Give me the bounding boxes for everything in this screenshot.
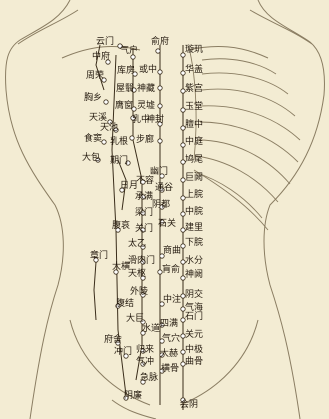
acupoint-label-qimen: 期门 <box>110 156 128 166</box>
acupoint-label-zhangmen: 章门 <box>90 251 108 261</box>
ribcage <box>190 52 300 230</box>
acupoint-label-bulang: 步廊 <box>136 135 154 145</box>
acupoint-label-qixue: 气穴 <box>162 334 180 344</box>
right-shoulder-curve <box>250 10 312 44</box>
acupoint-label-dabao: 大包 <box>82 153 100 163</box>
acupoint-label-zigong: 紫宫 <box>185 84 203 94</box>
acupoint-label-jiuwei: 鸠尾 <box>185 155 203 165</box>
acupoint-label-siman: 四满 <box>160 319 178 329</box>
acupoint-label-zhongfu: 中府 <box>92 52 110 62</box>
acupoint-shufu <box>156 49 160 53</box>
acupoint-label-yunmen: 云门 <box>96 37 114 47</box>
acupoint-label-chengman: 承满 <box>135 192 153 202</box>
acupoint-xiongxiang <box>104 100 108 104</box>
acupoint-label-yuzhong: 或中 <box>139 65 157 75</box>
acupoint-label-riyue: 日月 <box>120 181 138 191</box>
acupoint-label-shencang: 神藏 <box>137 84 155 94</box>
acupoint-label-xiongxiang: 胸乡 <box>84 93 102 103</box>
acupoint-label-kufang: 库房 <box>117 66 135 76</box>
acupoint-rugen <box>130 136 134 140</box>
acupoint-label-shenque: 神阙 <box>185 270 203 280</box>
acupoint-label-guanyuan: 关元 <box>185 330 203 340</box>
acupoint-yuzhong <box>158 70 162 74</box>
acupoint-label-dahe: 大赫 <box>160 349 178 359</box>
acupoint-label-huaroumen: 滑肉门 <box>128 256 155 266</box>
gallbladder-line <box>94 262 96 320</box>
acupoint-label-yindu: 阴都 <box>152 200 170 210</box>
torso-right-outline <box>258 0 324 419</box>
acupoint-bulang <box>158 139 162 143</box>
acupoint-label-taiyi: 太乙 <box>128 239 146 249</box>
acupoint-label-shizhong: 食窦 <box>84 134 102 144</box>
acupoint-label-zhouying: 周荣 <box>86 71 104 81</box>
acupoint-label-zhongzhu: 中注 <box>163 295 181 305</box>
acupoint-label-fuai: 腹哀 <box>112 221 130 231</box>
acupoint-label-jujue: 巨阙 <box>185 173 203 183</box>
acupoint-label-jimai: 急脉 <box>140 373 158 383</box>
acupoint-label-shufu: 俞府 <box>151 37 169 47</box>
acupoint-shizhong <box>102 140 106 144</box>
acupoint-label-chongmen: 冲门 <box>114 347 132 357</box>
acupoint-label-xuanji: 璇玑 <box>185 45 203 55</box>
acupoint-label-fushe: 府舍 <box>104 335 122 345</box>
acupoint-label-yutang: 玉堂 <box>185 102 203 112</box>
torso-left-outline <box>6 0 70 419</box>
acupoint-label-tianxi: 天溪 <box>89 113 107 123</box>
acupoint-label-shiguan: 石关 <box>158 219 176 229</box>
acupoint-label-tonggu: 通谷 <box>155 183 173 193</box>
acupoint-label-huagai: 华盖 <box>185 65 203 75</box>
costal-arch <box>194 170 268 230</box>
acupoint-label-wuyi: 屋翳 <box>116 84 134 94</box>
acupoint-label-fujie: 腹结 <box>116 299 134 309</box>
acupoint-label-tianchi: 天池 <box>100 123 118 133</box>
acupoint-label-shangwan: 上脘 <box>185 190 203 200</box>
acupoint-lingxu <box>158 104 162 108</box>
groin-left <box>112 400 156 419</box>
acupoint-label-danzhong: 膻中 <box>185 120 203 130</box>
acupoint-label-guilai: 归来 <box>136 345 154 355</box>
acupoint-label-wailing: 外陵 <box>130 287 148 297</box>
acupoint-label-zhongting: 中庭 <box>185 137 203 147</box>
acupoint-label-zhongji: 中极 <box>185 345 203 355</box>
acupoint-label-liangmen: 梁门 <box>135 208 153 218</box>
acupoint-label-qihu: 气户 <box>120 46 138 56</box>
acupoint-label-lingxu: 灵墟 <box>137 101 155 111</box>
acupoint-label-xiawan: 下脘 <box>185 238 203 248</box>
acupoint-label-jianli: 建里 <box>185 223 203 233</box>
acupoint-label-yingchuang: 膺窗 <box>115 101 133 111</box>
acupoint-label-huangshu: 肓俞 <box>162 265 180 275</box>
acupoint-label-henggu: 横骨 <box>161 364 179 374</box>
acupoint-label-burong: 不容 <box>136 176 154 186</box>
acupoint-label-shuidao: 水道 <box>142 324 160 334</box>
acupoint-label-zhongwan: 中脘 <box>185 207 203 217</box>
acupoint-label-shangqu: 商曲 <box>163 246 181 256</box>
acupoint-label-shimen: 石门 <box>185 312 203 322</box>
acupoint-label-daju: 大巨 <box>126 314 144 324</box>
acupoint-shencang <box>158 86 162 90</box>
acupoint-label-yinlian: 阴廉 <box>124 391 142 401</box>
acupoint-label-tianshu: 天枢 <box>128 269 146 279</box>
acupoint-label-qugu: 曲骨 <box>185 357 203 367</box>
acupoint-label-huiyin: 会阴 <box>180 400 198 410</box>
left-shoulder-curve <box>18 10 78 44</box>
acupoint-label-qichong: 气冲 <box>136 357 154 367</box>
acupoint-label-yinjiao: 阴交 <box>185 290 203 300</box>
acupoint-label-shuifen: 水分 <box>185 256 203 266</box>
acupoint-label-guanmen: 关门 <box>135 224 153 234</box>
acupoint-label-rugen: 乳根 <box>110 137 128 147</box>
acupoint-label-shenfeng: 神封 <box>146 115 164 125</box>
